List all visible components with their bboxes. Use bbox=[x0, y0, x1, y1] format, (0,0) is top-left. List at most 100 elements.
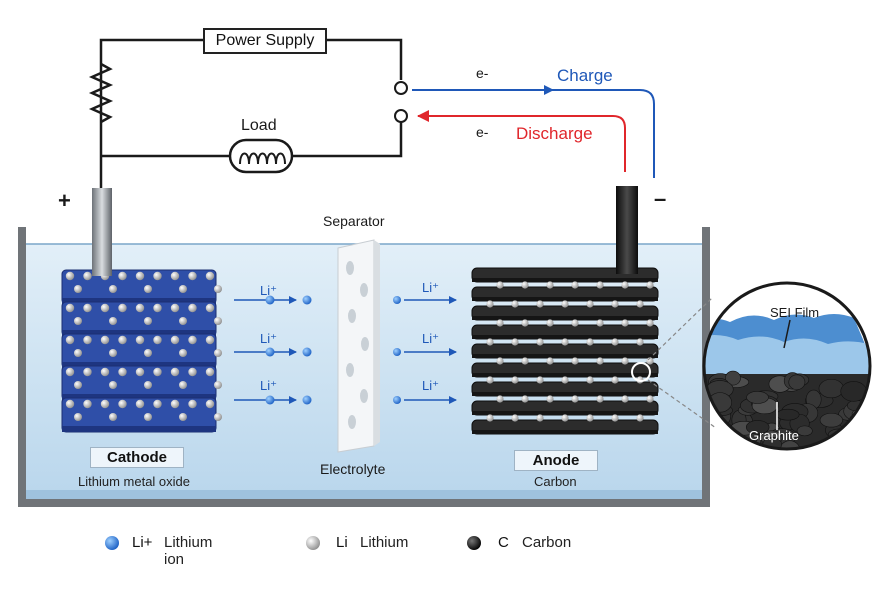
legend-carbon-dot bbox=[467, 536, 481, 550]
lithium-atom bbox=[486, 338, 494, 346]
lithium-atom bbox=[636, 414, 644, 422]
legend-symbol: C bbox=[498, 534, 509, 551]
lithium-atom bbox=[153, 335, 162, 345]
lithium-atom bbox=[214, 349, 222, 357]
lithium-atom bbox=[100, 303, 110, 313]
positive-terminal-sign: + bbox=[58, 188, 71, 213]
lithium-atom bbox=[83, 303, 92, 313]
legend-symbol: Li+ bbox=[132, 534, 153, 551]
lithium-atom bbox=[496, 395, 504, 403]
discharge-label: Discharge bbox=[516, 124, 593, 143]
lithium-atom bbox=[546, 395, 554, 403]
lithium-atom bbox=[586, 414, 594, 422]
electron-label-top: e- bbox=[476, 65, 489, 81]
ion-label-right-2: Li⁺ bbox=[422, 331, 439, 346]
lithium-atom bbox=[83, 335, 92, 345]
lithium-atom bbox=[571, 395, 579, 403]
lithium-atom bbox=[646, 319, 654, 327]
lithium-atom bbox=[571, 357, 579, 365]
anode-layer bbox=[471, 395, 659, 416]
anode-layer bbox=[471, 376, 659, 397]
anode-layer bbox=[471, 319, 659, 340]
lithium-atom bbox=[135, 399, 145, 409]
lithium-ion bbox=[393, 296, 401, 304]
lithium-atom bbox=[65, 271, 75, 281]
lithium-atom bbox=[521, 357, 529, 365]
lithium-atom bbox=[179, 349, 187, 357]
legend-li-ion-dot bbox=[105, 536, 119, 550]
graphite-grain bbox=[861, 406, 870, 423]
lithium-atom bbox=[561, 300, 569, 308]
graphite-grain bbox=[819, 412, 843, 428]
separator-membrane bbox=[337, 239, 380, 453]
lithium-atom bbox=[521, 395, 529, 403]
lithium-atom bbox=[153, 399, 162, 409]
lithium-atom bbox=[611, 300, 619, 308]
lithium-atom bbox=[214, 413, 222, 421]
anode-layer bbox=[471, 267, 659, 283]
lithium-atom bbox=[100, 367, 110, 377]
lithium-atom bbox=[135, 367, 145, 377]
lithium-ion bbox=[265, 347, 275, 357]
lithium-atom bbox=[646, 281, 654, 289]
lithium-atom bbox=[109, 317, 117, 325]
graphite-grain bbox=[815, 447, 836, 449]
lithium-atom bbox=[536, 300, 544, 308]
cathode-rod bbox=[92, 188, 112, 276]
lithium-ion bbox=[302, 395, 312, 405]
lithium-atom bbox=[205, 271, 215, 281]
legend-text: Carbon bbox=[522, 534, 572, 551]
lithium-atom bbox=[74, 381, 82, 389]
lithium-atom bbox=[621, 281, 629, 289]
graphite-grain bbox=[719, 428, 735, 445]
cathode-layer bbox=[61, 269, 222, 305]
legend-symbol: Li bbox=[336, 534, 348, 551]
lithium-atom bbox=[109, 381, 117, 389]
negative-terminal-sign: – bbox=[654, 186, 667, 211]
lithium-atom bbox=[188, 399, 197, 409]
anode-stack bbox=[471, 267, 659, 435]
terminal-bottom bbox=[394, 109, 408, 123]
lithium-atom bbox=[135, 335, 145, 345]
lithium-atom bbox=[486, 300, 494, 308]
lithium-atom bbox=[621, 357, 629, 365]
lithium-atom bbox=[571, 319, 579, 327]
lithium-atom bbox=[100, 335, 110, 345]
lithium-atom bbox=[546, 357, 554, 365]
discharge-path bbox=[417, 110, 626, 172]
lithium-ion bbox=[393, 348, 401, 356]
lithium-atom bbox=[521, 281, 529, 289]
legend-text: Lithium ion bbox=[164, 534, 213, 568]
lithium-atom bbox=[496, 319, 504, 327]
power-supply-label: Power Supply bbox=[203, 28, 327, 54]
cathode-title: Cathode bbox=[90, 447, 184, 468]
graphite-grain bbox=[717, 436, 736, 447]
lithium-atom bbox=[214, 285, 222, 293]
anode-layer bbox=[471, 300, 659, 321]
lithium-atom bbox=[109, 349, 117, 357]
lithium-atom bbox=[83, 367, 92, 377]
lithium-atom bbox=[153, 367, 162, 377]
load-label: Load bbox=[241, 117, 277, 134]
ion-label-right-3: Li⁺ bbox=[422, 378, 439, 393]
lithium-atom bbox=[496, 281, 504, 289]
lithium-atom bbox=[596, 395, 604, 403]
cathode-subtitle: Lithium metal oxide bbox=[78, 474, 190, 489]
lithium-atom bbox=[144, 317, 152, 325]
load-coil bbox=[228, 138, 294, 174]
ion-label-right-1: Li⁺ bbox=[422, 280, 439, 295]
lithium-atom bbox=[511, 414, 519, 422]
electrolyte-label: Electrolyte bbox=[320, 461, 386, 477]
lithium-atom bbox=[611, 414, 619, 422]
lithium-atom bbox=[74, 285, 82, 293]
lithium-atom bbox=[546, 319, 554, 327]
anode-title: Anode bbox=[514, 450, 598, 471]
terminal-top bbox=[394, 81, 408, 95]
cathode-layer bbox=[61, 333, 222, 369]
lithium-atom bbox=[536, 376, 544, 384]
anode-layer bbox=[471, 338, 659, 359]
anode-rod bbox=[616, 186, 638, 274]
lithium-atom bbox=[536, 414, 544, 422]
lithium-atom bbox=[144, 349, 152, 357]
